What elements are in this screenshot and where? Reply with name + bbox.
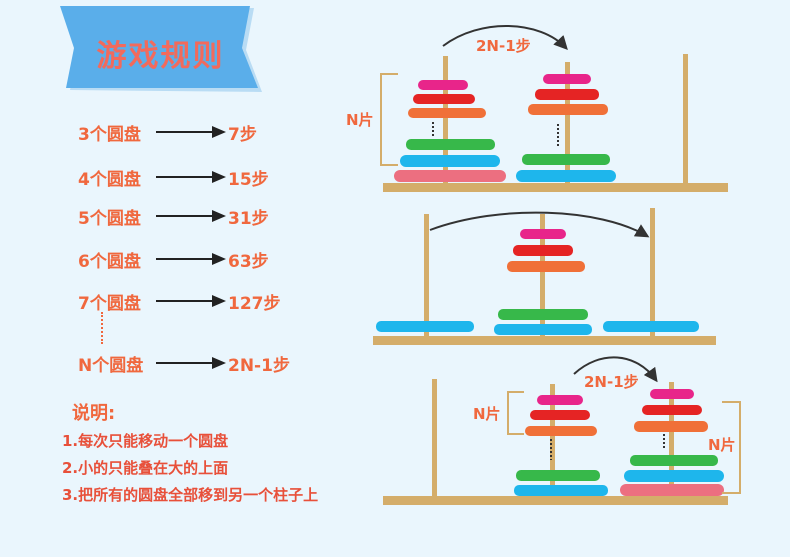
- disk: [535, 89, 599, 100]
- arrow-right-icon: [156, 295, 226, 307]
- arrow-right-icon: [156, 126, 226, 138]
- rod: [432, 379, 437, 497]
- rule-step-count: 2N-1步: [228, 356, 290, 376]
- disk: [525, 426, 597, 436]
- step-label: 2N-1步: [476, 37, 531, 55]
- bracket-label: N片: [473, 405, 501, 423]
- stage-two: [373, 208, 716, 345]
- disk: [630, 455, 718, 466]
- rule-disk-count: 3个圆盘: [78, 125, 141, 145]
- rule-disk-count: 7个圆盘: [78, 294, 141, 314]
- rule-step-count: 7步: [228, 125, 257, 145]
- rule-step-count: 127步: [228, 294, 281, 314]
- disk: [620, 484, 724, 496]
- disk: [514, 485, 608, 496]
- base-board: [383, 496, 728, 505]
- disk: [642, 405, 702, 415]
- note-item: 2.小的只能叠在大的上面: [62, 459, 229, 477]
- disk: [376, 321, 474, 332]
- step-label: 2N-1步: [584, 373, 639, 391]
- disk: [400, 155, 500, 167]
- disk: [603, 321, 699, 332]
- arrow-right-icon: [156, 253, 226, 265]
- bracket-label: N片: [708, 436, 736, 454]
- rule-step-count: 63步: [228, 252, 269, 272]
- rule-disk-count: 6个圆盘: [78, 252, 141, 272]
- disk: [513, 245, 573, 256]
- rod: [565, 62, 570, 184]
- disk: [507, 261, 585, 272]
- rod: [540, 214, 545, 337]
- bracket: [507, 391, 524, 435]
- notes-heading: 说明:: [72, 403, 116, 424]
- disk: [537, 395, 583, 405]
- disk: [516, 170, 616, 182]
- disk: [408, 108, 486, 118]
- stage-one: 2N-1步 N片: [346, 25, 728, 192]
- rod: [443, 56, 448, 184]
- move-arrow: [429, 211, 650, 238]
- bracket-label: N片: [346, 111, 374, 129]
- rod: [550, 384, 555, 497]
- move-arrow: [573, 356, 658, 383]
- disk: [394, 170, 506, 182]
- note-item: 1.每次只能移动一个圆盘: [62, 432, 229, 450]
- rod: [683, 54, 688, 184]
- move-arrow: [442, 25, 568, 51]
- arrow-right-icon: [156, 171, 226, 183]
- disk: [528, 104, 608, 115]
- rule-disk-count: 4个圆盘: [78, 170, 141, 190]
- disk: [418, 80, 468, 90]
- rod: [669, 382, 674, 497]
- bracket: [722, 401, 741, 494]
- rule-disk-count: 5个圆盘: [78, 209, 141, 229]
- disk: [406, 139, 495, 150]
- stage-three: 2N-1步 N片 N片: [383, 356, 741, 505]
- arrow-right-icon: [156, 210, 226, 222]
- disk: [522, 154, 610, 165]
- rule-disk-count: N个圆盘: [78, 356, 144, 376]
- note-item: 3.把所有的圆盘全部移到另一个柱子上: [62, 486, 319, 504]
- disk: [530, 410, 590, 420]
- page-title: 游戏规则: [96, 39, 225, 74]
- base-board: [383, 183, 728, 192]
- rule-step-count: 15步: [228, 170, 269, 190]
- base-board: [373, 336, 716, 345]
- title-banner: [60, 6, 262, 92]
- bracket: [380, 73, 398, 166]
- disk: [624, 470, 724, 482]
- arrow-right-icon: [156, 357, 226, 369]
- disk: [516, 470, 600, 481]
- disk: [494, 324, 592, 335]
- ellipsis-dots: [101, 312, 105, 344]
- disk: [650, 389, 694, 399]
- disk: [413, 94, 475, 104]
- disk: [498, 309, 588, 320]
- rod: [424, 214, 429, 337]
- disk: [634, 421, 708, 432]
- rule-step-count: 31步: [228, 209, 269, 229]
- rod: [650, 208, 655, 337]
- disk: [520, 229, 566, 239]
- disk: [543, 74, 591, 84]
